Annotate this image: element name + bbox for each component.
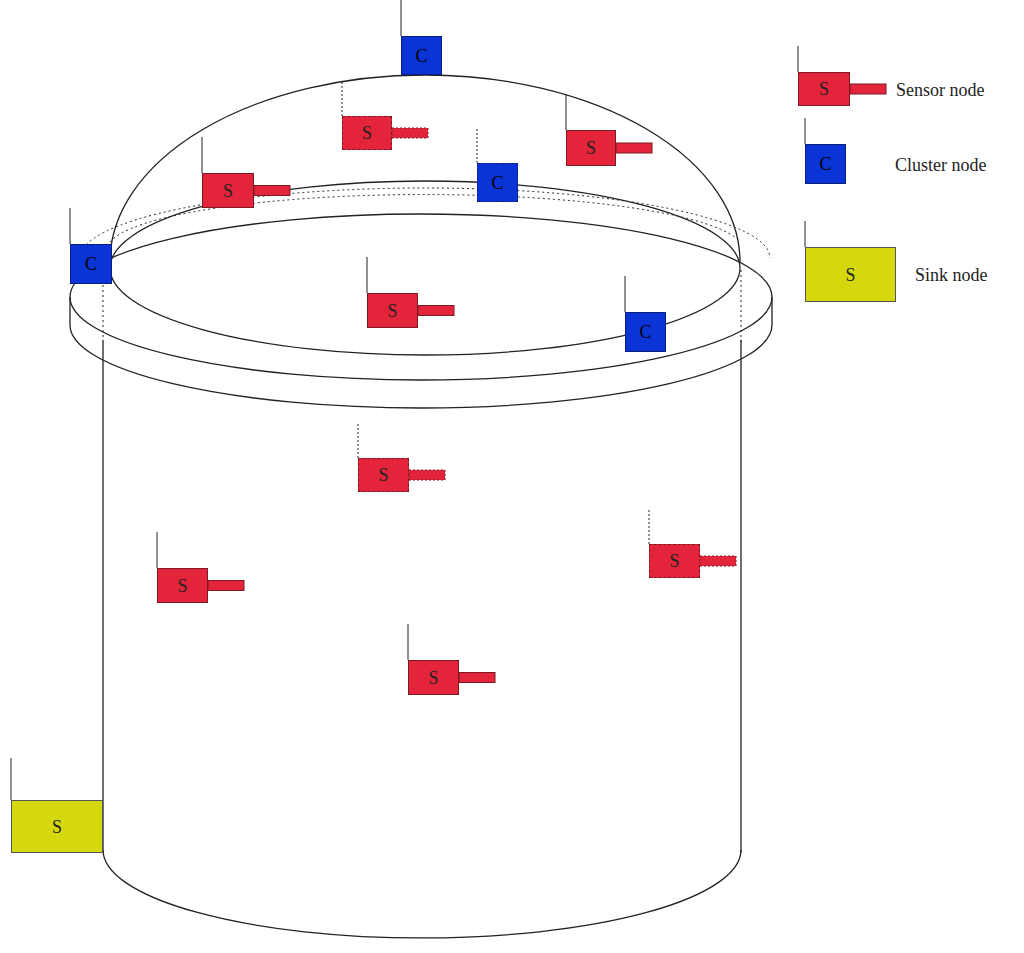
tank-bottom xyxy=(103,850,741,938)
legend-label: Sensor node xyxy=(896,80,985,101)
node-letter: C xyxy=(639,323,651,341)
sink-node: S xyxy=(11,800,103,853)
sensor-probe xyxy=(208,581,244,591)
node-letter: S xyxy=(669,552,679,570)
sensor-probe xyxy=(616,143,652,153)
sensor-probe xyxy=(850,84,886,94)
legend-swatch: S xyxy=(805,247,896,302)
tank-wall xyxy=(102,340,103,852)
legend-letter: C xyxy=(819,155,831,173)
antenna xyxy=(358,422,359,458)
antenna xyxy=(477,127,478,163)
antenna xyxy=(566,94,567,130)
legend-label: Sink node xyxy=(915,265,988,286)
sensor-node: S xyxy=(202,173,254,208)
node-letter: S xyxy=(177,577,187,595)
flange-edge xyxy=(70,297,772,408)
legend-letter: S xyxy=(819,80,829,98)
dome xyxy=(110,75,740,262)
sensor-probe xyxy=(418,306,454,316)
antenna xyxy=(342,80,343,116)
cluster-node: C xyxy=(625,312,666,352)
node-letter: C xyxy=(415,47,427,65)
antenna xyxy=(625,276,626,312)
antenna xyxy=(202,137,203,173)
node-letter: C xyxy=(85,255,97,273)
sensor-probe xyxy=(459,673,495,683)
antenna xyxy=(798,46,799,72)
antenna xyxy=(401,0,402,36)
node-letter: S xyxy=(223,182,233,200)
hidden-edge xyxy=(103,285,104,340)
sensor-node: S xyxy=(649,544,700,578)
sensor-node: S xyxy=(566,130,616,166)
node-letter: S xyxy=(52,818,62,836)
node-letter: S xyxy=(362,124,372,142)
tank-wall xyxy=(740,340,741,852)
antenna xyxy=(805,221,806,247)
legend-letter: S xyxy=(845,266,855,284)
sensor-probe xyxy=(409,470,445,480)
sensor-node: S xyxy=(358,458,409,492)
node-letter: C xyxy=(491,174,503,192)
legend-entry: Sink node xyxy=(915,265,988,286)
sensor-probe xyxy=(254,186,290,196)
antenna xyxy=(157,532,158,568)
node-letter: S xyxy=(387,302,397,320)
legend-label: Cluster node xyxy=(895,155,987,176)
sensor-node: S xyxy=(367,293,418,328)
sensor-probe xyxy=(700,556,736,566)
antenna xyxy=(11,758,12,800)
antenna xyxy=(70,208,71,244)
sensor-probe xyxy=(392,128,428,138)
sensor-node: S xyxy=(408,660,459,695)
node-letter: S xyxy=(428,669,438,687)
legend-entry: Sensor node xyxy=(896,80,985,101)
hidden-edge xyxy=(741,270,742,345)
node-letter: S xyxy=(586,139,596,157)
cluster-node: C xyxy=(70,244,112,284)
antenna xyxy=(408,624,409,660)
node-letter: S xyxy=(378,466,388,484)
antenna xyxy=(367,257,368,293)
sensor-node: S xyxy=(342,116,392,150)
legend-swatch: C xyxy=(805,144,846,184)
sensor-node: S xyxy=(157,568,208,603)
antenna xyxy=(649,508,650,544)
legend-entry: Cluster node xyxy=(895,155,987,176)
cluster-node: C xyxy=(477,163,518,202)
antenna xyxy=(805,118,806,144)
cluster-node: C xyxy=(401,36,442,75)
hidden-edge xyxy=(80,188,770,258)
legend-swatch: S xyxy=(798,72,850,106)
